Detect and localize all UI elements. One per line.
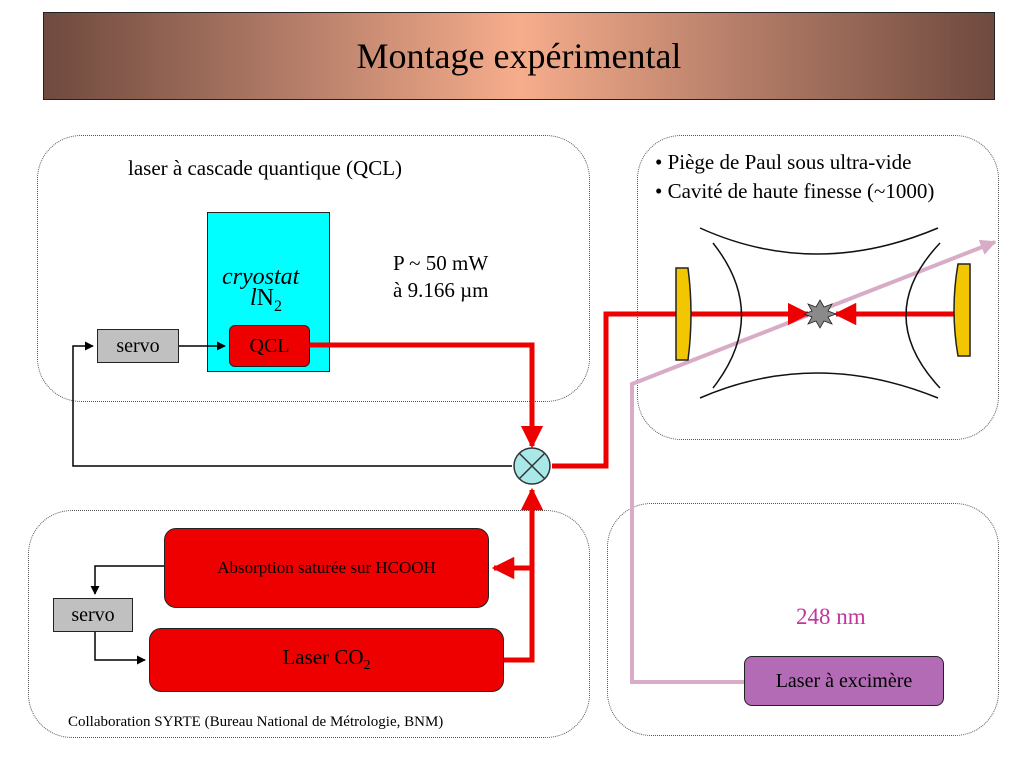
co2-servo-box: servo [53, 598, 133, 632]
co2-laser-box: Laser CO2 [149, 628, 504, 692]
co2-laser-label: Laser CO2 [282, 645, 370, 674]
excimer-laser-label: Laser à excimère [775, 669, 913, 692]
excimer-laser-box: Laser à excimère [744, 656, 944, 706]
title-bar: Montage expérimental [43, 12, 995, 100]
red-beams [310, 302, 958, 663]
right-mirror-icon [953, 263, 971, 357]
ln2-prefix: l [250, 285, 257, 311]
co2-panel [28, 510, 590, 738]
cavity-mirrors [675, 263, 971, 361]
ln2-label: lN2 [250, 285, 282, 316]
qcl-label: QCL [249, 334, 290, 357]
qcl-box: QCL [229, 325, 310, 367]
left-mirror-icon [675, 267, 692, 361]
absorption-label: Absorption saturée sur HCOOH [217, 558, 436, 577]
qcl-panel-heading: laser à cascade quantique (QCL) [128, 156, 403, 180]
collaboration-note: Collaboration SYRTE (Bureau National de … [68, 714, 444, 730]
servo-lines [72, 341, 512, 665]
paul-trap-icon [699, 227, 941, 399]
trap-bullet-2: • Cavité de haute finesse (~1000) [655, 179, 935, 203]
ln2-main: N [256, 285, 275, 311]
ln2-sub: 2 [274, 297, 283, 315]
trap-bullet-1: • Piège de Paul sous ultra-vide [655, 150, 912, 174]
cryostat-label: cryostat [222, 264, 300, 290]
qcl-power: P ~ 50 mW [393, 251, 489, 275]
qcl-panel [37, 135, 590, 402]
qcl-wavelength: à 9.166 µm [393, 278, 489, 302]
co2-laser-main: Laser CO [282, 645, 364, 670]
co2-laser-sub: 2 [363, 658, 371, 674]
excimer-wavelength: 248 nm [796, 604, 866, 629]
absorption-box: Absorption saturée sur HCOOH [164, 528, 489, 608]
ion-icon [802, 299, 838, 329]
co2-servo-label: servo [71, 603, 115, 626]
mixer-icon [513, 447, 551, 485]
qcl-servo-box: servo [97, 329, 179, 363]
qcl-servo-label: servo [116, 334, 160, 357]
page-title: Montage expérimental [356, 36, 682, 76]
excimer-panel [607, 503, 999, 736]
trap-panel [637, 135, 999, 440]
